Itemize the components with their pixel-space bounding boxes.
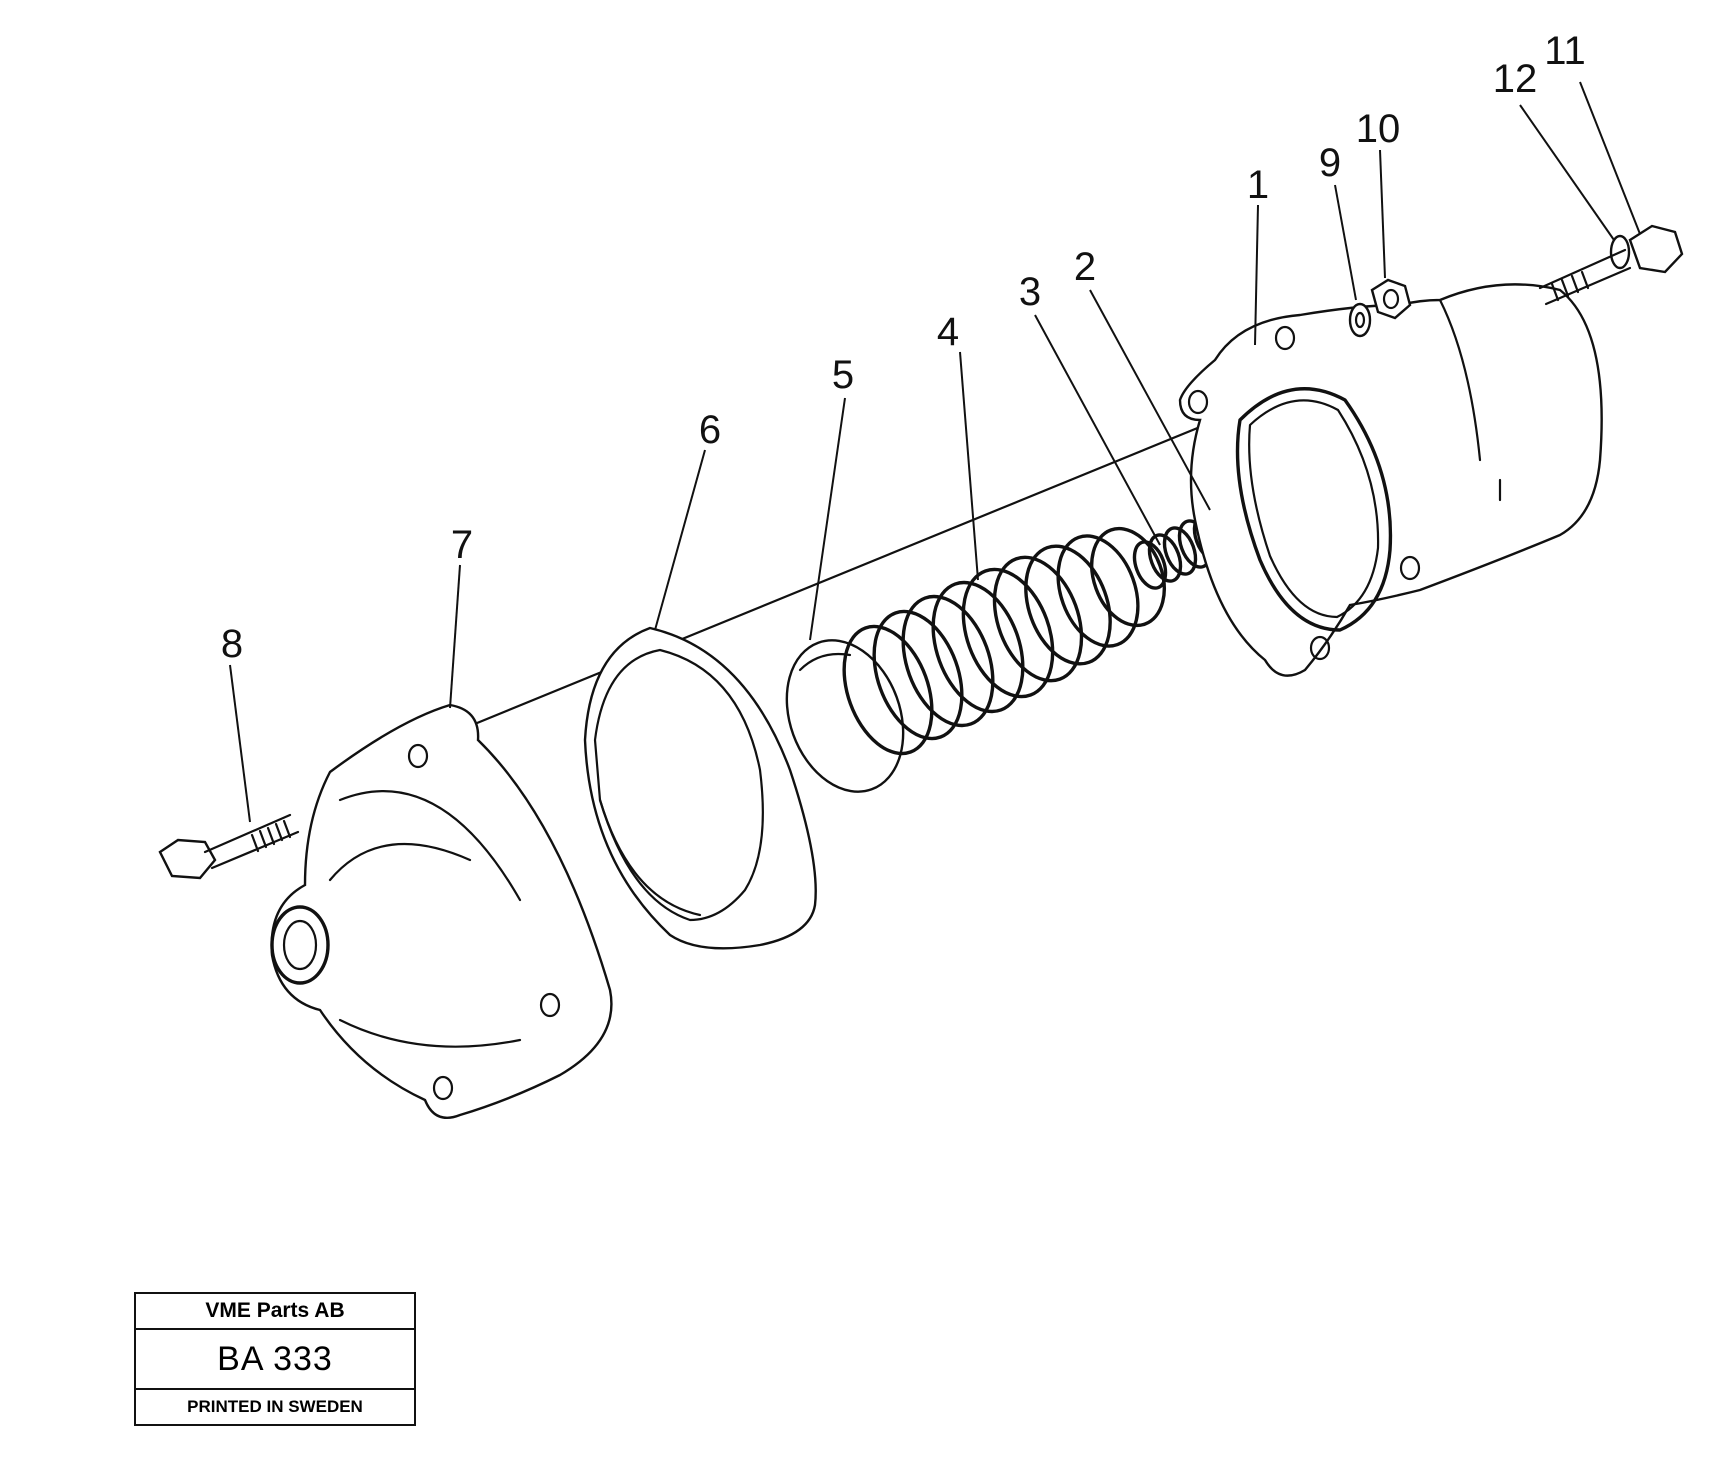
part-7-cover xyxy=(270,703,613,1120)
leader-3 xyxy=(1034,314,1161,546)
leader-5 xyxy=(809,397,846,641)
leader-7 xyxy=(449,564,461,709)
part-9-lock-washer xyxy=(1348,302,1372,338)
callout-12: 12 xyxy=(1493,57,1538,101)
title-block: VME Parts AB BA 333 PRINTED IN SWEDEN xyxy=(134,1292,416,1426)
title-block-printed: PRINTED IN SWEDEN xyxy=(187,1397,363,1416)
callout-6: 6 xyxy=(699,408,721,452)
leader-10 xyxy=(1379,149,1386,279)
part-1-housing xyxy=(1178,283,1603,677)
callout-4: 4 xyxy=(937,310,959,354)
title-block-code: BA 333 xyxy=(136,1330,414,1390)
callout-9: 9 xyxy=(1319,141,1341,185)
part-10-nut xyxy=(1370,278,1412,320)
callout-2: 2 xyxy=(1074,245,1096,289)
part-8-bolt xyxy=(158,813,300,880)
part-6-diaphragm xyxy=(583,626,817,950)
callout-5: 5 xyxy=(832,353,854,397)
part-11-bolt xyxy=(1538,224,1684,306)
leader-lines xyxy=(229,81,1641,823)
callout-11: 11 xyxy=(1544,29,1586,73)
leader-8 xyxy=(229,664,251,823)
callout-7: 7 xyxy=(451,523,473,567)
leader-4 xyxy=(959,351,979,581)
callout-1: 1 xyxy=(1247,163,1269,207)
leader-6 xyxy=(654,449,706,631)
leader-2 xyxy=(1089,289,1211,511)
callout-3: 3 xyxy=(1019,270,1041,314)
leader-1 xyxy=(1254,204,1259,346)
leader-11 xyxy=(1579,81,1641,235)
part-4-spring xyxy=(842,526,1166,756)
title-block-company: VME Parts AB xyxy=(136,1294,414,1330)
leader-12 xyxy=(1519,104,1615,241)
callout-8: 8 xyxy=(221,622,243,666)
part-5-disc xyxy=(785,639,905,793)
leader-9 xyxy=(1334,184,1357,301)
callout-labels: 1 2 3 4 5 6 7 8 9 10 11 12 xyxy=(221,29,1586,666)
callout-10: 10 xyxy=(1356,107,1401,151)
